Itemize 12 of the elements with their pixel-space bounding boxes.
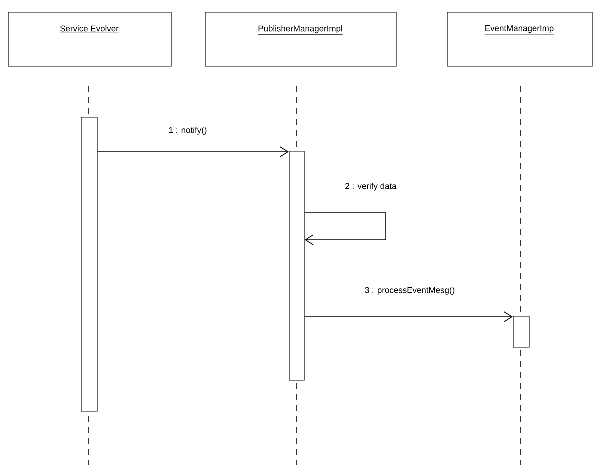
activation-bar [81, 117, 98, 412]
object-box: EventManagerImp [447, 12, 593, 67]
message-arrow [97, 146, 289, 158]
message-arrow [304, 212, 386, 246]
activation-bar [289, 151, 305, 381]
activation-bar [513, 316, 530, 348]
message-arrow [304, 312, 513, 322]
object-box: PublisherManagerImpl [205, 12, 397, 67]
message-label: 3 : processEventMesg() [364, 286, 456, 296]
message-label: 2 : verify data [344, 182, 398, 192]
message-label: 1 : notify() [168, 126, 208, 136]
object-box: Service Evolver [8, 12, 172, 67]
